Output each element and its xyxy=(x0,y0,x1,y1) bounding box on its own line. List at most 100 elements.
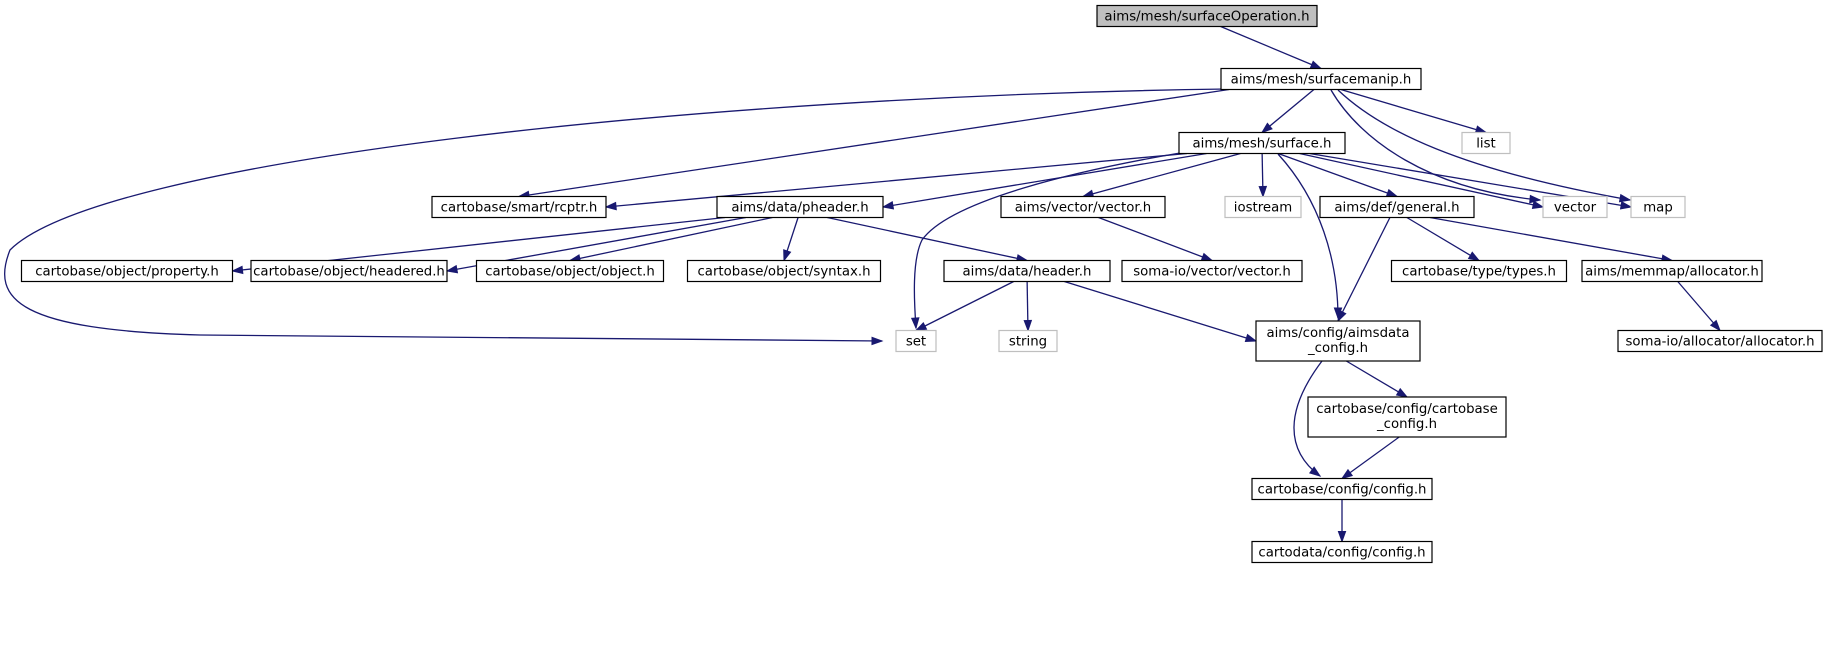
edge-line xyxy=(913,152,1181,329)
arrowhead-icon xyxy=(1337,531,1347,543)
node-headered[interactable]: cartobase/object/headered.h xyxy=(250,259,448,283)
arrowhead-icon xyxy=(1244,333,1258,343)
node-root: aims/mesh/surfaceOperation.h xyxy=(1096,4,1318,28)
edge-root-to-surfacemanip xyxy=(1220,25,1323,70)
node-rcptr[interactable]: cartobase/smart/rcptr.h xyxy=(431,195,607,219)
node-somavector[interactable]: soma-io/vector/vector.h xyxy=(1121,259,1303,283)
node-label: soma-io/allocator/allocator.h xyxy=(1625,335,1814,350)
arrowhead-icon xyxy=(231,265,244,275)
node-label: aims/mesh/surfacemanip.h xyxy=(1231,73,1412,88)
edge-surface-to-set xyxy=(910,152,1181,330)
node-syntax[interactable]: cartobase/object/syntax.h xyxy=(686,259,882,283)
node-label: set xyxy=(906,335,926,350)
node-label: cartobase/object/headered.h xyxy=(253,265,445,280)
edge-line xyxy=(1677,281,1721,331)
edge-line xyxy=(1220,25,1322,70)
node-box xyxy=(1542,195,1608,219)
edge-surface-to-aimsdata xyxy=(1277,153,1343,320)
edge-line xyxy=(1337,217,1391,322)
node-somaalloc[interactable]: soma-io/allocator/allocator.h xyxy=(1617,329,1823,353)
node-box xyxy=(1178,131,1346,155)
node-layer: aims/mesh/surfaceOperation.h aims/mesh/su… xyxy=(20,4,1823,564)
edge-line xyxy=(1098,216,1213,262)
arrowhead-icon xyxy=(1309,466,1322,477)
node-surface[interactable]: aims/mesh/surface.h xyxy=(1178,131,1346,155)
node-label: cartobase/config/config.h xyxy=(1258,483,1427,498)
node-label: aims/data/header.h xyxy=(963,265,1092,280)
node-cartobasecfg[interactable]: cartobase/config/cartobase_config.h xyxy=(1307,396,1507,438)
edge-cartobasecfg-to-config xyxy=(1340,436,1400,480)
node-header[interactable]: aims/data/header.h xyxy=(943,259,1111,283)
edge-aimsdata-to-config xyxy=(1293,360,1323,477)
arrowhead-icon xyxy=(1309,60,1323,70)
edge-surface-to-vectorh xyxy=(1081,152,1241,198)
edge-config-to-cartodata xyxy=(1337,499,1347,543)
edge-line xyxy=(569,216,773,262)
edge-line xyxy=(518,88,1230,198)
arrowhead-icon xyxy=(445,264,459,274)
node-box xyxy=(1617,329,1823,353)
node-box xyxy=(20,259,234,283)
edge-line xyxy=(882,152,1207,208)
node-box xyxy=(943,259,1111,283)
node-box xyxy=(1581,259,1763,283)
arrowhead-icon xyxy=(914,321,928,332)
edge-line xyxy=(1340,88,1487,134)
edge-line xyxy=(1277,152,1398,198)
node-label: list xyxy=(1476,137,1496,152)
edge-surfacemanip-to-list xyxy=(1340,88,1488,134)
node-aimsdata[interactable]: aims/config/aimsdata_config.h xyxy=(1255,320,1421,362)
arrowhead-icon xyxy=(1385,188,1399,198)
arrowhead-icon xyxy=(604,201,617,211)
node-label: aims/config/aimsdata xyxy=(1266,326,1409,341)
edge-header-to-set xyxy=(914,280,1014,332)
edge-line xyxy=(3,88,1228,342)
node-config[interactable]: cartobase/config/config.h xyxy=(1251,477,1433,501)
node-cartodata[interactable]: cartodata/config/config.h xyxy=(1251,540,1433,564)
edge-line xyxy=(1082,152,1241,198)
edge-line xyxy=(1337,89,1631,201)
edge-line xyxy=(915,280,1014,332)
edge-line xyxy=(1277,153,1339,319)
node-box xyxy=(716,195,884,219)
arrowhead-icon xyxy=(1023,319,1033,332)
edge-general-to-allocator xyxy=(1429,216,1674,263)
edge-line xyxy=(1261,88,1315,134)
arrowhead-icon xyxy=(1258,185,1268,198)
edge-line xyxy=(1345,360,1408,398)
node-label: aims/def/general.h xyxy=(1334,201,1459,216)
node-box xyxy=(895,329,937,353)
node-allocator[interactable]: aims/memmap/allocator.h xyxy=(1581,259,1763,283)
node-surfacemanip[interactable]: aims/mesh/surfacemanip.h xyxy=(1220,67,1422,91)
node-pheader[interactable]: aims/data/pheader.h xyxy=(716,195,884,219)
edge-aimsdata-to-cartobasecfg xyxy=(1345,360,1409,398)
node-box xyxy=(998,329,1058,353)
arrowhead-icon xyxy=(881,201,895,210)
edge-header-to-string xyxy=(1023,281,1033,332)
node-label: aims/mesh/surfaceOperation.h xyxy=(1104,10,1309,25)
edge-surfacemanip-to-map xyxy=(1337,89,1632,203)
node-box xyxy=(1319,195,1475,219)
node-label: string xyxy=(1009,335,1047,350)
node-property[interactable]: cartobase/object/property.h xyxy=(20,259,234,283)
arrowhead-icon xyxy=(1618,193,1632,203)
node-object[interactable]: cartobase/object/object.h xyxy=(475,259,665,283)
node-label: cartobase/object/property.h xyxy=(35,265,219,280)
arrowhead-icon xyxy=(1709,319,1721,332)
node-types[interactable]: cartobase/type/types.h xyxy=(1390,259,1568,283)
edge-line xyxy=(1293,360,1323,477)
node-label: _config.h xyxy=(1307,341,1368,356)
node-box xyxy=(1390,259,1568,283)
node-vectorh[interactable]: aims/vector/vector.h xyxy=(1000,195,1166,219)
node-box xyxy=(1096,4,1318,28)
node-label: aims/mesh/surface.h xyxy=(1193,137,1332,152)
node-label: vector xyxy=(1554,201,1597,216)
node-box xyxy=(1220,67,1422,91)
node-label: iostream xyxy=(1234,201,1292,216)
node-vector: vector xyxy=(1542,195,1608,219)
arrowhead-icon xyxy=(1531,200,1545,209)
node-general[interactable]: aims/def/general.h xyxy=(1319,195,1475,219)
node-box xyxy=(1251,477,1433,501)
node-box xyxy=(250,259,448,283)
